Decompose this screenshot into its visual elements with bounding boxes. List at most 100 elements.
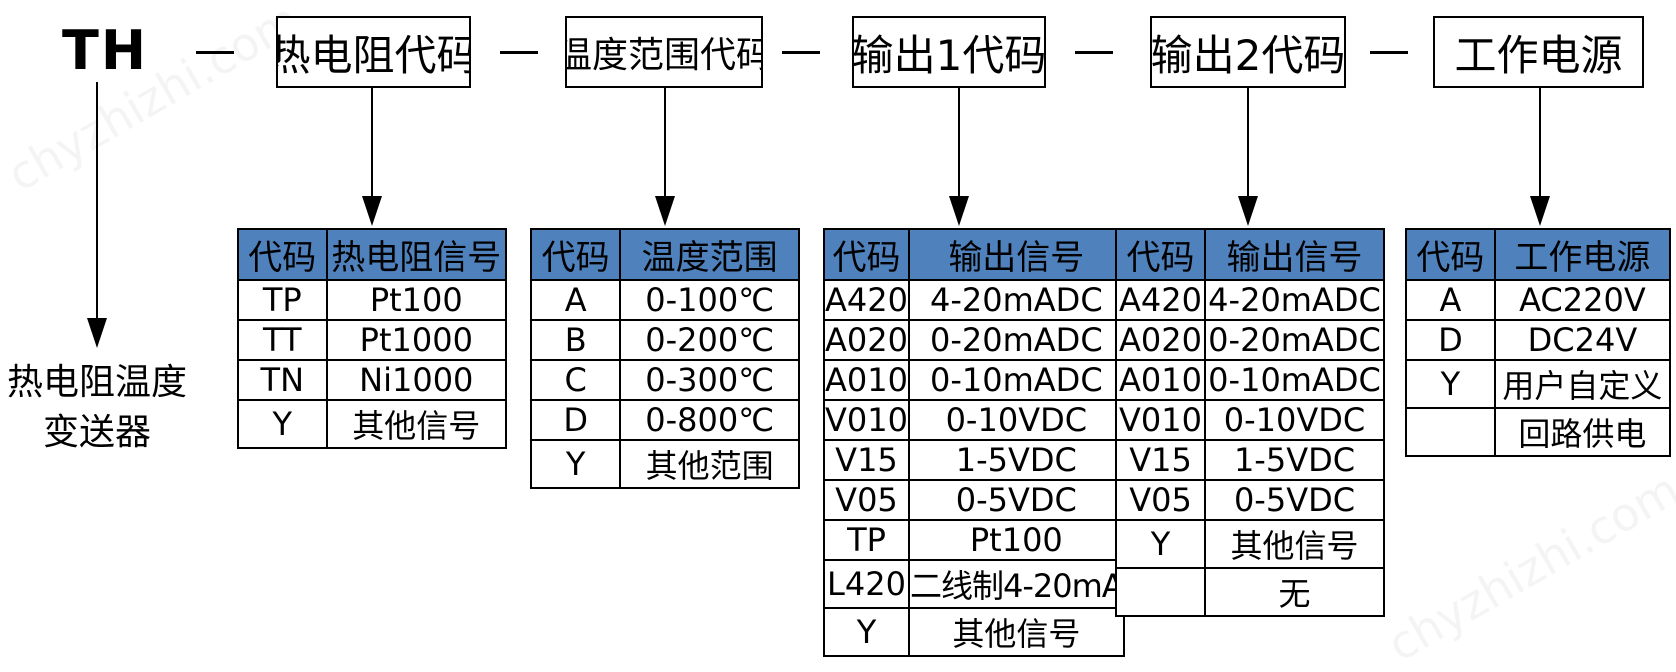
table-header-cell: 热电阻信号 [325,228,508,281]
code-cell: A020 [823,319,910,361]
code-cell: A [529,279,622,321]
value-cell: 0-800℃ [619,399,800,441]
connector-line [96,82,98,322]
device-name-line: 变送器 [42,412,151,453]
code-cell: Y [823,607,910,657]
code-cell: A010 [823,359,910,401]
value-cell: 0-10mADC [1204,359,1385,401]
value-cell: Pt100 [325,279,508,321]
table-header-row: 代码 工作电源 [1405,228,1672,281]
table-header-cell: 输出信号 [1204,228,1385,281]
value-cell: 0-300℃ [619,359,800,401]
table-header-cell: 输出信号 [907,228,1125,281]
table-header-cell: 工作电源 [1493,228,1672,281]
code-cell: V05 [823,479,910,521]
code-box-rtd: 热电阻代码 [276,16,471,88]
table-row: 回路供电 [1405,407,1672,457]
device-name: 热电阻温度 变送器 [2,358,192,458]
arrow-down-icon [1238,196,1258,226]
value-cell: 回路供电 [1493,407,1672,457]
table-header-cell: 温度范围 [619,228,800,281]
model-prefix: TH [62,19,149,82]
value-cell: 0-20mADC [1204,319,1385,361]
value-cell: 4-20mADC [907,279,1125,321]
code-cell: Y [237,399,328,449]
code-cell: TP [237,279,328,321]
code-cell: L420 [823,559,910,609]
code-cell: V010 [1114,399,1207,441]
arrow-down-icon [949,196,969,226]
table-header-cell: 代码 [1405,228,1496,281]
table-header-cell: 代码 [1114,228,1207,281]
code-cell: A420 [1114,279,1207,321]
code-cell: TP [823,519,910,561]
table-header-cell: 代码 [237,228,328,281]
code-cell: V15 [823,439,910,481]
connector-line [958,88,960,200]
code-cell [1405,407,1496,457]
code-cell: Y [529,439,622,489]
value-cell: 1-5VDC [1204,439,1385,481]
table-header-row: 代码 输出信号 [1114,228,1385,281]
value-cell: Ni1000 [325,359,508,401]
code-cell: TT [237,319,328,361]
code-cell: V010 [823,399,910,441]
code-box-power: 工作电源 [1433,16,1644,88]
watermark: chyzhizhi.com [1378,461,1676,672]
code-box-output-1: 输出1代码 [852,16,1046,88]
code-cell: V05 [1114,479,1207,521]
table-header-row: 代码 输出信号 [823,228,1125,281]
watermark: chyzhizhi.com [0,0,309,203]
code-cell: A420 [823,279,910,321]
arrow-down-icon [87,318,107,348]
code-cell: D [1405,319,1496,361]
code-cell: A020 [1114,319,1207,361]
value-cell: 0-5VDC [907,479,1125,521]
code-cell: A [1405,279,1496,321]
code-cell: C [529,359,622,401]
value-cell: DC24V [1493,319,1672,361]
connector-line [664,88,666,200]
code-cell [1114,567,1207,617]
table-header-cell: 代码 [529,228,622,281]
separator-dash [1075,51,1113,54]
value-cell: Pt1000 [325,319,508,361]
code-box-temp-range: 温度范围代码 [565,16,763,88]
separator-dash [500,51,538,54]
value-cell: 其他信号 [1204,519,1385,569]
value-cell: 用户自定义 [1493,359,1672,409]
device-name-line: 热电阻温度 [6,362,187,403]
arrow-down-icon [362,196,382,226]
code-cell: A010 [1114,359,1207,401]
table-header-row: 代码 温度范围 [529,228,800,281]
code-cell: V15 [1114,439,1207,481]
arrow-down-icon [1530,196,1550,226]
table-row: 无 [1114,567,1385,617]
value-cell: 0-10VDC [1204,399,1385,441]
